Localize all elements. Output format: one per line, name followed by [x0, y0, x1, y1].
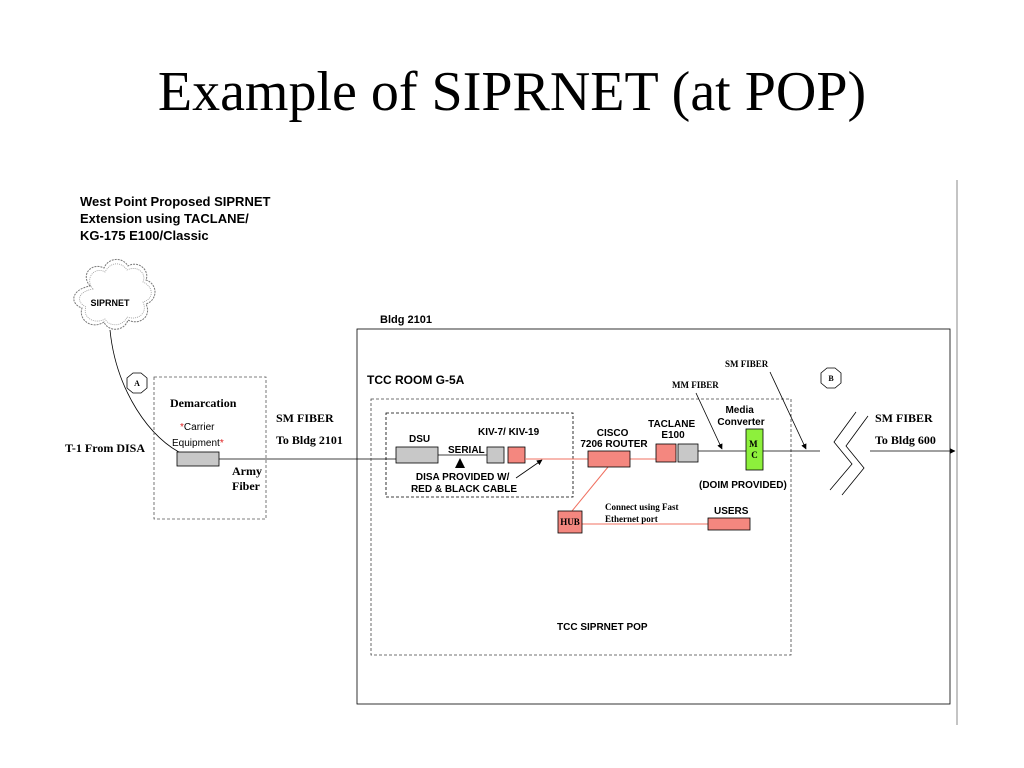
router-hub-link	[571, 466, 609, 512]
hub-device	[557, 510, 583, 534]
media-converter-device	[745, 428, 764, 471]
fiber-break-symbol	[829, 411, 869, 496]
marker-a-label: A	[134, 379, 140, 388]
demarcation-box	[153, 376, 267, 520]
diagram-heading: West Point Proposed SIPRNET Extension us…	[80, 194, 274, 243]
kiv-device-red	[507, 446, 526, 464]
marker-b-label: B	[828, 374, 834, 383]
cisco-label: CISCO 7206 ROUTER	[580, 428, 648, 450]
siprnet-cloud: SIPRNET	[73, 259, 156, 330]
to-bldg-2101-label: To Bldg 2101	[276, 433, 343, 447]
bldg-2101-box	[356, 328, 951, 705]
sm-fiber-top-label: SM FIBER	[725, 359, 769, 369]
dsu-label: DSU	[409, 434, 430, 445]
cloud-label: SIPRNET	[90, 298, 130, 308]
serial-label: SERIAL	[448, 445, 485, 456]
taclane-red-device	[655, 443, 677, 463]
tcc-pop-box	[370, 398, 792, 656]
page-title: Example of SIPRNET (at POP)	[157, 61, 867, 123]
mm-fiber-arrow	[695, 392, 723, 450]
users-device	[707, 517, 751, 531]
doim-label: (DOIM PROVIDED)	[699, 480, 787, 491]
heading-line-2: Extension using TACLANE/	[80, 211, 249, 226]
marker-b: B	[820, 367, 842, 389]
sm-fiber-arrow	[769, 371, 807, 450]
kiv-label: KIV-7/ KIV-19	[478, 427, 540, 438]
t1-label: T-1 From DISA	[65, 441, 145, 455]
mc-label: M C	[749, 439, 760, 460]
kiv-device-gray	[486, 446, 505, 464]
pop-label: TCC SIPRNET POP	[557, 622, 648, 633]
users-label: USERS	[714, 506, 749, 517]
sm-fiber-right-label: SM FIBER	[875, 411, 933, 425]
serial-up-arrow-icon	[455, 458, 465, 468]
carrier-label-line1: *Carrier	[180, 422, 215, 433]
hub-label: HUB	[560, 517, 580, 527]
dsu-device	[395, 446, 439, 464]
bldg-2101-label: Bldg 2101	[380, 314, 432, 326]
cisco-router-device	[587, 450, 631, 468]
marker-a: A	[126, 372, 148, 394]
demarcation-title: Demarcation	[170, 396, 237, 410]
cloud-link	[109, 329, 186, 456]
army-fiber-label: Army Fiber	[232, 464, 265, 493]
connect-note: Connect using Fast Ethernet port	[605, 502, 681, 524]
mm-fiber-label: MM FIBER	[672, 380, 719, 390]
tcc-room-label: TCC ROOM G-5A	[367, 373, 465, 387]
media-converter-label: Media Converter	[717, 405, 764, 428]
taclane-label: TACLANE E100	[648, 419, 698, 441]
disa-box	[385, 412, 574, 498]
sm-fiber-left-label: SM FIBER	[276, 411, 334, 425]
carrier-equipment	[176, 451, 220, 467]
to-bldg-600-label: To Bldg 600	[875, 433, 936, 447]
disa-pointer-arrow	[515, 459, 543, 479]
taclane-gray-device	[677, 443, 699, 463]
heading-line-1: West Point Proposed SIPRNET	[80, 194, 271, 209]
heading-line-3: KG-175 E100/Classic	[80, 228, 209, 243]
disa-provided-label: DISA PROVIDED W/ RED & BLACK CABLE	[411, 472, 517, 495]
carrier-label-line2: Equipment*	[172, 438, 224, 449]
